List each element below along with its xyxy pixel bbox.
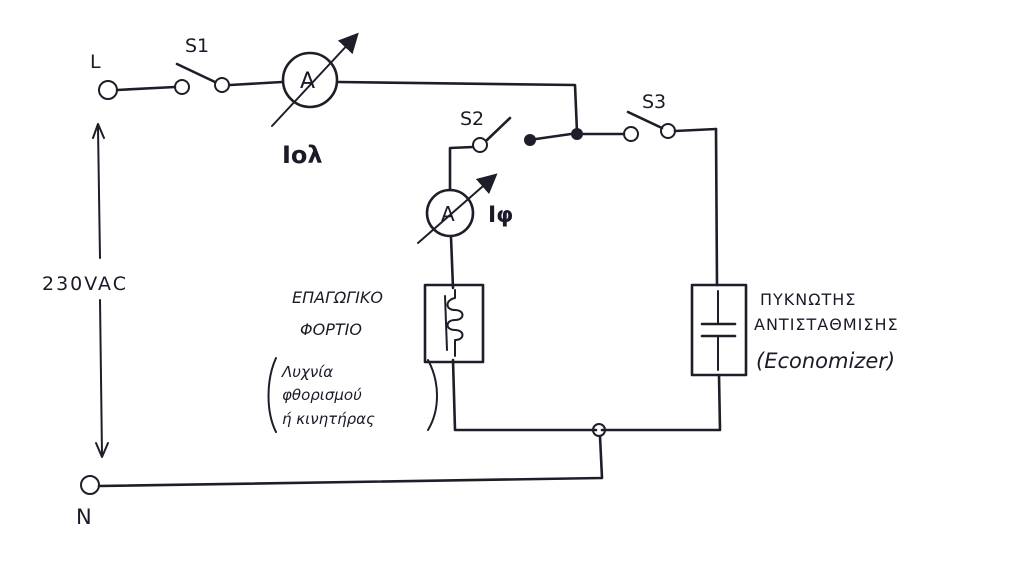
capacitor <box>690 283 748 377</box>
main-ammeter-label: Iολ <box>282 141 323 169</box>
voltage-arrow <box>92 123 109 458</box>
inductive-load-note-2: φθορισμού <box>282 386 362 404</box>
switch-s1-label: S1 <box>185 35 209 57</box>
switch-s3-label: S3 <box>642 91 666 113</box>
switch-s2-label: S2 <box>460 108 484 130</box>
voltage-label: 230VAC <box>42 273 128 295</box>
inductive-load-title-2: ΦΟΡΤΙΟ <box>300 320 362 339</box>
inductive-load-note-3: ή κινητήρας <box>282 410 375 428</box>
inductive-load <box>423 283 485 364</box>
capacitor-title-1: ΠΥΚΝΩΤΗΣ <box>760 290 856 309</box>
junction-node <box>571 128 583 140</box>
branch-ammeter-symbol: A <box>441 202 455 226</box>
neutral-terminal <box>80 475 100 495</box>
right-branch-wire <box>600 127 722 432</box>
inductive-load-note-1: Λυχνία <box>281 363 333 381</box>
capacitor-title-2: ΑΝΤΙΣΤΑΘΜΙΣΗΣ <box>754 315 899 334</box>
main-ammeter <box>271 32 359 127</box>
line-terminal-label: L <box>90 51 101 73</box>
inductive-load-title-1: ΕΠΑΓΩΓΙΚΟ <box>292 288 383 307</box>
main-ammeter-symbol: A <box>300 69 315 94</box>
switch-s1 <box>174 62 230 95</box>
branch-ammeter <box>417 173 498 244</box>
neutral-terminal-label: N <box>76 505 92 529</box>
line-terminal <box>98 80 118 100</box>
switch-s3 <box>581 110 718 142</box>
top-wire <box>115 80 579 134</box>
inductive-load-note <box>267 357 438 433</box>
switch-s2 <box>472 116 573 153</box>
capacitor-note: (Economizer) <box>756 349 895 373</box>
branch-ammeter-label: Iφ <box>488 203 513 228</box>
left-branch-wire <box>448 145 598 432</box>
neutral-wire <box>97 423 606 488</box>
